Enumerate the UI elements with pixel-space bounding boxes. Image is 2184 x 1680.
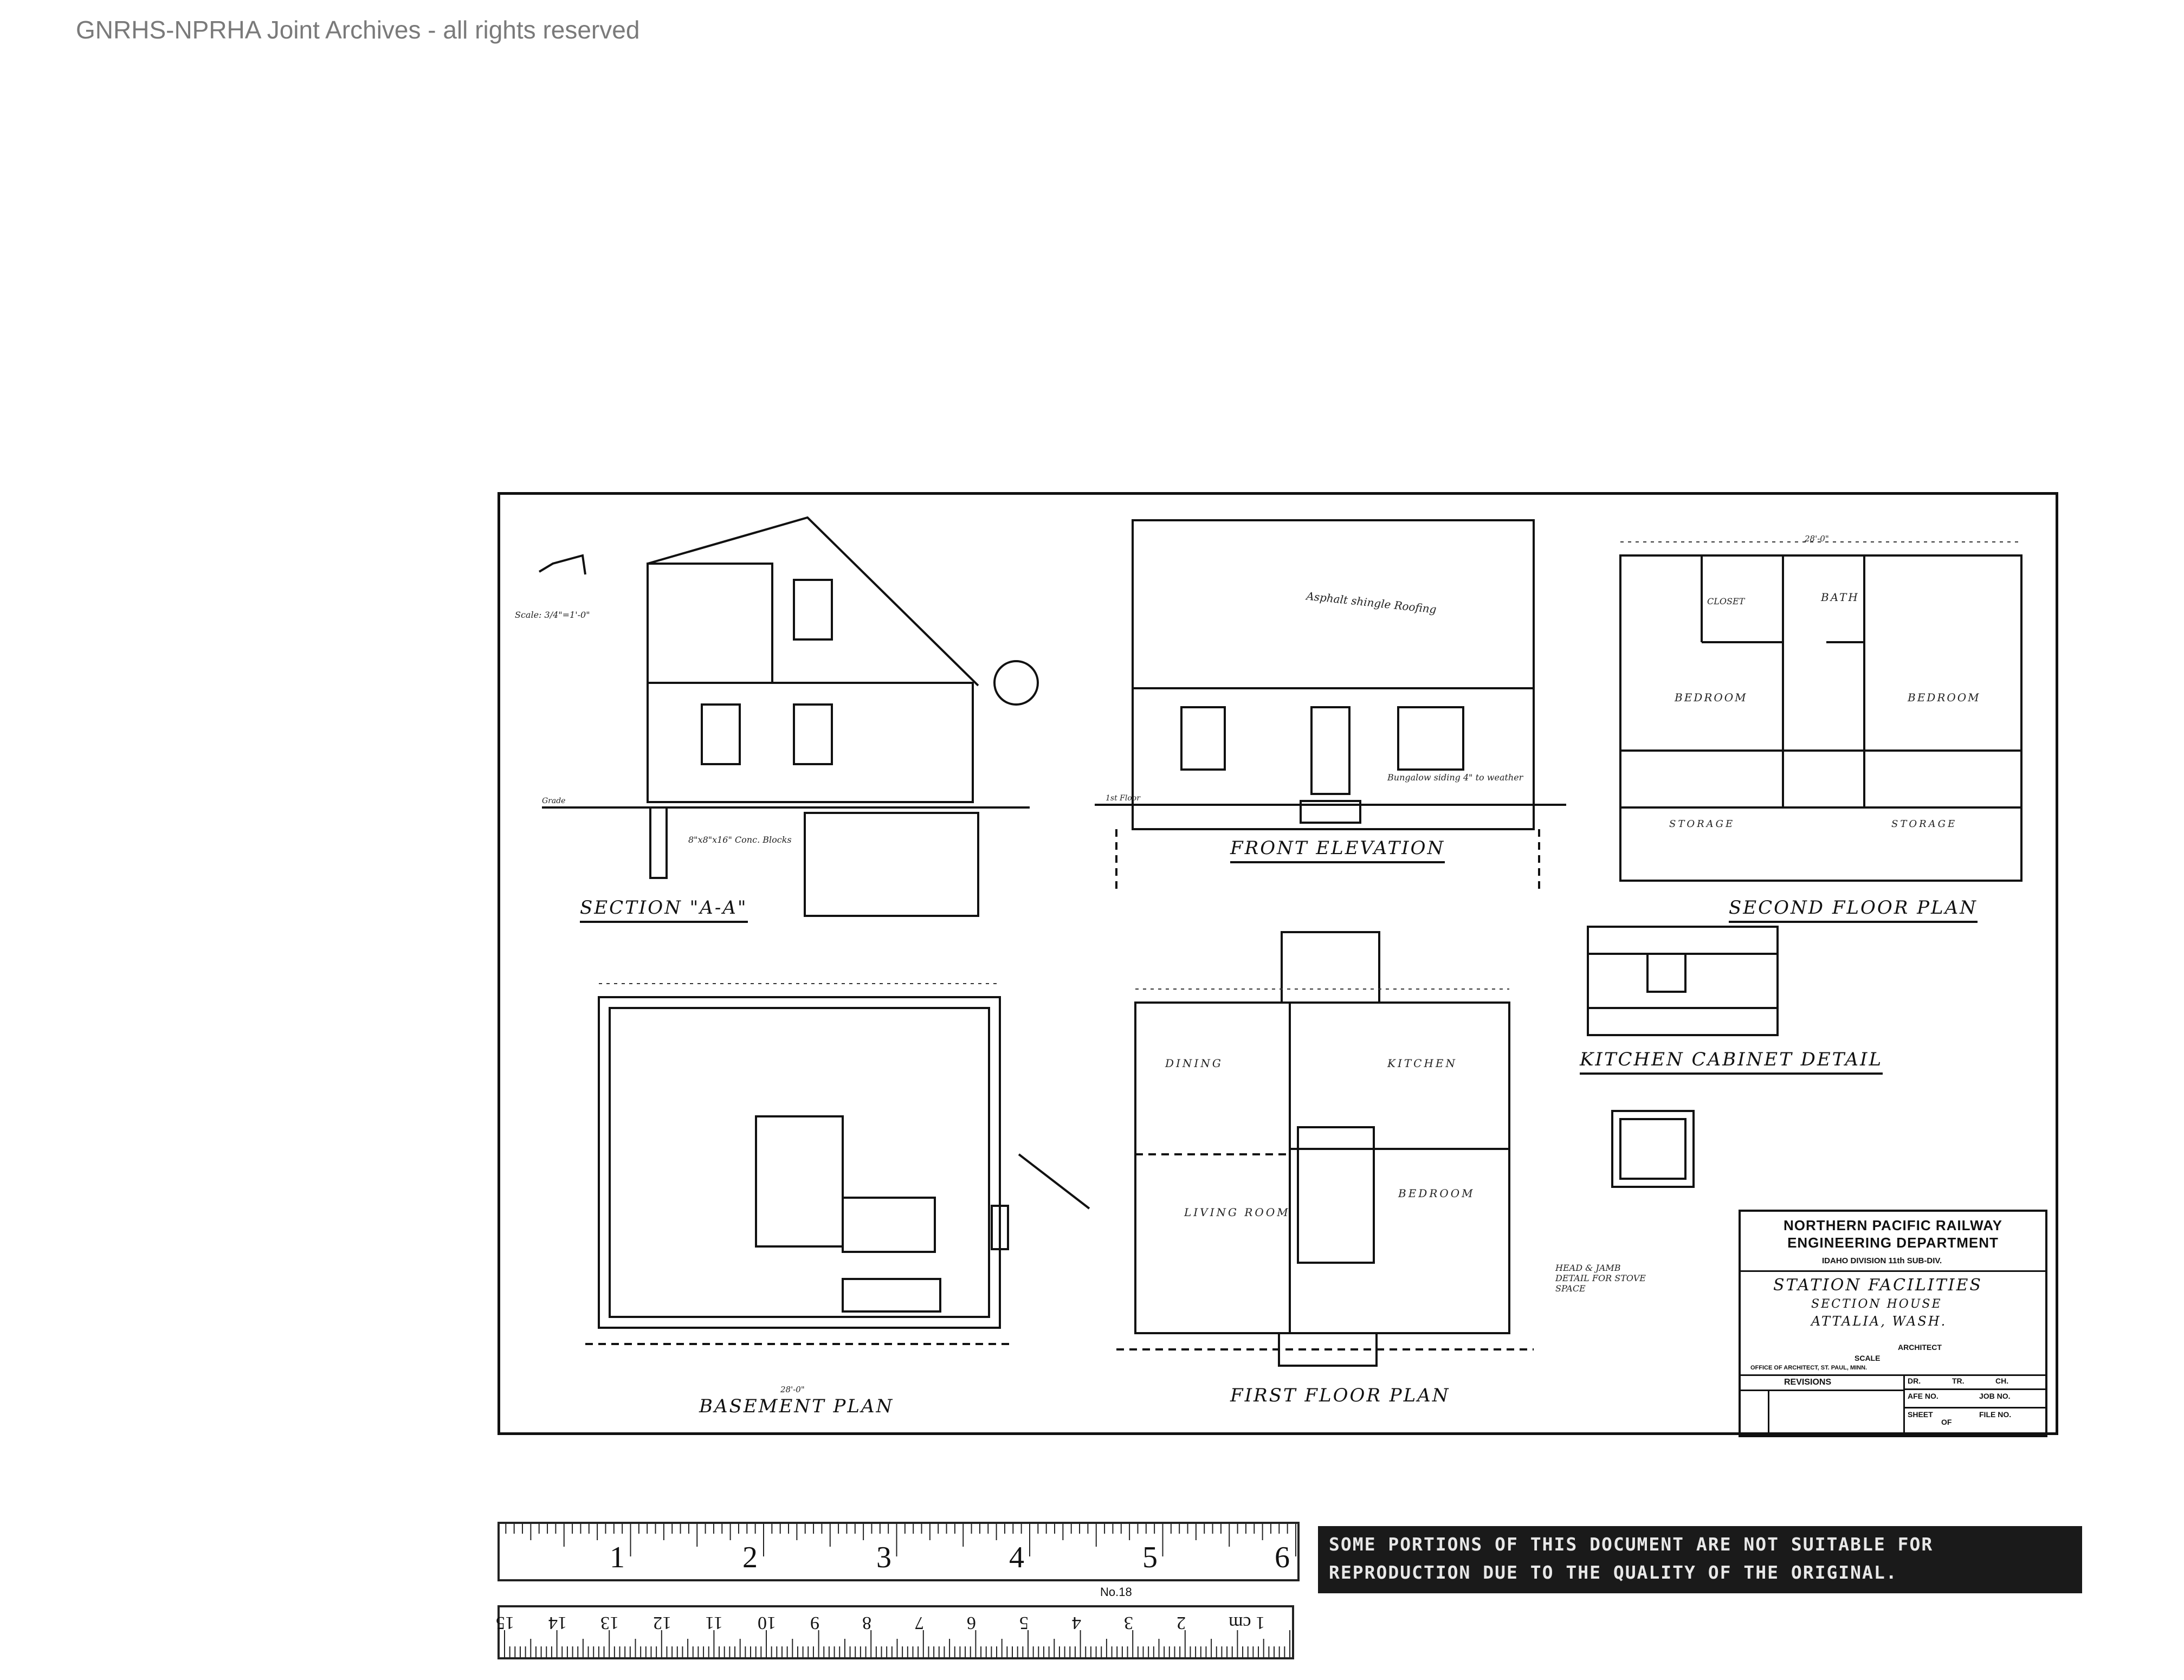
inch-label-1: 1 [610, 1541, 625, 1574]
label-second-floor-plan: SECOND FLOOR PLAN [1729, 897, 1978, 923]
title-project: STATION FACILITIES [1773, 1276, 1982, 1295]
title-revisions: REVISIONS [1784, 1378, 1832, 1387]
title-dr: DR. [1908, 1377, 1921, 1385]
note-siding: Bungalow siding 4" to weather [1387, 772, 1523, 783]
room-living-room: LIVING ROOM [1184, 1206, 1290, 1219]
cm-label: 6 [967, 1613, 977, 1633]
room-bedroom-first: BEDROOM [1398, 1187, 1475, 1200]
basement-outline [598, 996, 1001, 1329]
cm-label: 4 [1071, 1613, 1081, 1633]
cm-label: 13 [600, 1613, 619, 1633]
room-bedroom-right: BEDROOM [1908, 691, 1981, 704]
title-company: NORTHERN PACIFIC RAILWAY [1784, 1217, 2002, 1233]
label-first-floor-plan: FIRST FLOOR PLAN [1230, 1385, 1450, 1406]
note-first-floor: 1st Floor [1106, 794, 1140, 803]
room-closet: CLOSET [1707, 596, 1745, 606]
label-front-elevation: FRONT ELEVATION [1230, 837, 1445, 863]
cm-label: 7 [914, 1613, 924, 1633]
inch-label-6: 6 [1275, 1541, 1290, 1574]
section-lower-wall [647, 682, 974, 803]
drawing-sheet [497, 492, 2058, 1435]
room-bedroom-left: BEDROOM [1675, 691, 1748, 704]
room-dining: DINING [1165, 1057, 1223, 1070]
dimension-overall-width: 28'-0" [1805, 534, 1829, 544]
cm-label: 8 [862, 1613, 872, 1633]
kitchen-cabinet-outline [1587, 926, 1779, 1036]
label-kitchen-cabinet-detail: KITCHEN CABINET DETAIL [1580, 1049, 1883, 1075]
inch-ruler [497, 1522, 1300, 1581]
archive-watermark: GNRHS-NPRHA Joint Archives - all rights … [76, 16, 640, 44]
inch-label-5: 5 [1142, 1541, 1158, 1574]
room-bath: BATH [1821, 591, 1859, 604]
label-section-aa: SECTION "A-A" [580, 897, 748, 923]
title-office: OFFICE OF ARCHITECT, ST. PAUL, MINN. [1750, 1365, 1868, 1371]
ruler-model: No.18 [1100, 1585, 1132, 1599]
note-blocks: 8"x8"x16" Conc. Blocks [688, 835, 792, 845]
title-architect-label: ARCHITECT [1898, 1343, 1942, 1352]
dimension-basement-width: 28'-0" [780, 1385, 805, 1394]
cm-label: 3 [1124, 1613, 1134, 1633]
room-storage-left: STORAGE [1669, 818, 1735, 830]
title-block: NORTHERN PACIFIC RAILWAY ENGINEERING DEP… [1739, 1210, 2047, 1437]
title-location: ATTALIA, WASH. [1811, 1314, 1947, 1329]
cm-label: 2 [1176, 1613, 1186, 1633]
title-afe: AFE NO. [1908, 1392, 1939, 1400]
inch-label-3: 3 [876, 1541, 891, 1574]
cm-label: 1 cm [1229, 1613, 1265, 1633]
reproduction-warning: SOME PORTIONS OF THIS DOCUMENT ARE NOT S… [1318, 1526, 2082, 1593]
section-upper-wall [647, 563, 773, 684]
section-roof [647, 516, 979, 687]
cm-label: 5 [1019, 1613, 1029, 1633]
title-tr: TR. [1952, 1377, 1965, 1385]
cm-label: 10 [758, 1613, 776, 1633]
title-ch: CH. [1995, 1377, 2009, 1385]
first-floor-outline [1134, 1001, 1510, 1334]
label-basement-plan: BASEMENT PLAN [699, 1395, 894, 1417]
cm-label: 9 [810, 1613, 819, 1633]
title-building: SECTION HOUSE [1811, 1297, 1942, 1311]
inch-label-4: 4 [1009, 1541, 1024, 1574]
note-grade: Grade [542, 797, 566, 805]
cm-label: 14 [548, 1613, 567, 1633]
elevation-wall [1132, 687, 1535, 830]
cm-label: 15 [496, 1613, 514, 1633]
title-department: ENGINEERING DEPARTMENT [1787, 1235, 1999, 1251]
cm-ruler-ticks [504, 1630, 1290, 1657]
title-job: JOB NO. [1979, 1392, 2011, 1400]
title-scale-label: SCALE [1855, 1354, 1881, 1362]
title-sheet: SHEET [1908, 1410, 1933, 1419]
second-floor-outline [1619, 554, 2023, 882]
title-sheet-of: OF [1941, 1418, 1952, 1426]
title-division: IDAHO DIVISION 11th SUB-DIV. [1822, 1256, 1942, 1265]
note-head-jamb: HEAD & JAMB DETAIL FOR STOVE SPACE [1555, 1263, 1646, 1294]
title-file: FILE NO. [1979, 1410, 2012, 1419]
inch-ruler-ticks [497, 1524, 1296, 1556]
inch-label-2: 2 [742, 1541, 758, 1574]
cm-label: 12 [652, 1613, 671, 1633]
room-storage-right: STORAGE [1891, 818, 1957, 830]
room-kitchen: KITCHEN [1387, 1057, 1458, 1070]
cm-label: 11 [705, 1613, 723, 1633]
note-scale-detail: Scale: 3/4"=1'-0" [515, 610, 590, 620]
